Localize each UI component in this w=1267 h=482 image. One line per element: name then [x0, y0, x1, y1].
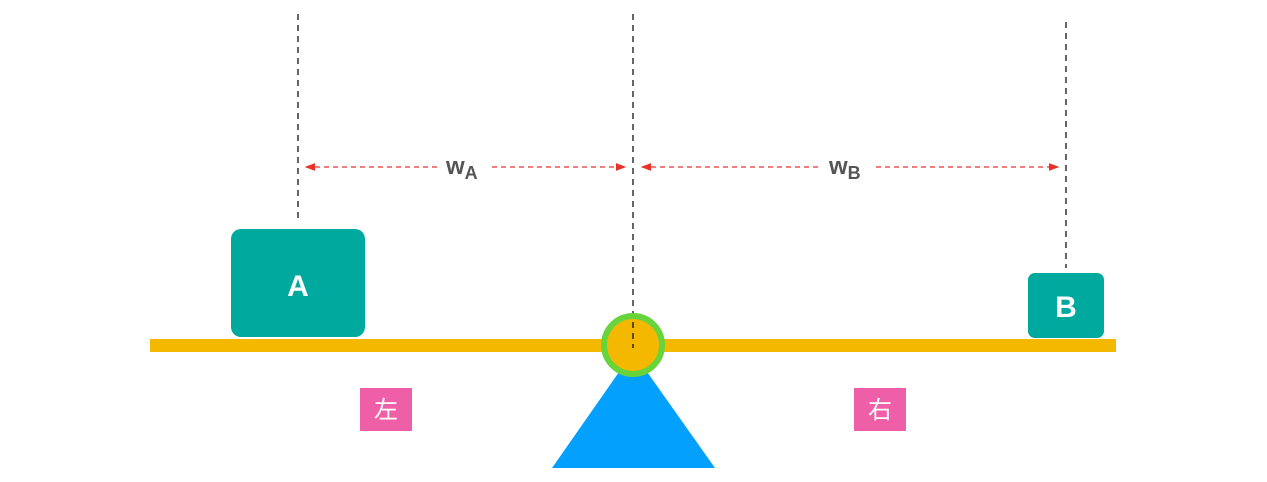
side-tag-left: 左 [360, 388, 412, 431]
svg-text:左: 左 [374, 396, 398, 424]
svg-text:B: B [1055, 291, 1077, 324]
block-a: A [231, 229, 365, 337]
side-tag-right: 右 [854, 388, 906, 431]
distance-label-a: wA [445, 153, 478, 183]
svg-text:右: 右 [868, 396, 892, 424]
fulcrum-triangle [552, 352, 715, 468]
distance-label-b: wB [828, 153, 861, 183]
block-b: B [1028, 273, 1104, 338]
svg-text:A: A [287, 270, 309, 303]
